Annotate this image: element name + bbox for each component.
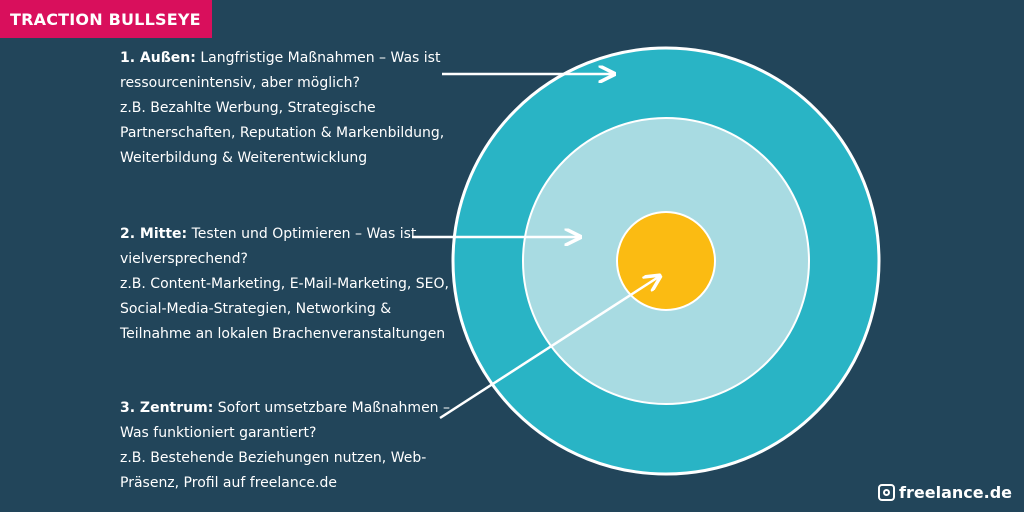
- center-circle: [616, 211, 716, 311]
- section-outer-heading: 1. Außen:: [120, 50, 196, 66]
- section-middle-examples: z.B. Content-Marketing, E-Mail-Marketing…: [120, 276, 449, 342]
- page-title: TRACTION BULLSEYE: [10, 9, 201, 29]
- section-center: 3. Zentrum: Sofort umsetzbare Maßnahmen …: [120, 396, 450, 496]
- title-banner: TRACTION BULLSEYE: [0, 0, 212, 38]
- section-middle-question: Testen und Optimieren – Was ist vielvers…: [120, 226, 417, 267]
- freelance-logo-icon: [878, 484, 896, 501]
- section-outer: 1. Außen: Langfristige Maßnahmen – Was i…: [120, 46, 450, 171]
- section-middle-heading: 2. Mitte:: [120, 226, 188, 242]
- arrow-center: [439, 276, 660, 420]
- brand-logo: freelance.de: [878, 483, 1012, 502]
- section-middle: 2. Mitte: Testen und Optimieren – Was is…: [120, 222, 450, 347]
- section-center-heading: 3. Zentrum:: [120, 400, 214, 416]
- section-outer-examples: z.B. Bezahlte Werbung, Strategische Part…: [120, 100, 445, 166]
- section-center-examples: z.B. Bestehende Beziehungen nutzen, Web-…: [120, 450, 427, 491]
- brand-logo-text: freelance.de: [899, 483, 1012, 502]
- section-center-question: Sofort umsetzbare Maßnahmen – Was funkti…: [120, 400, 451, 441]
- section-outer-question: Langfristige Maßnahmen – Was ist ressour…: [120, 50, 441, 91]
